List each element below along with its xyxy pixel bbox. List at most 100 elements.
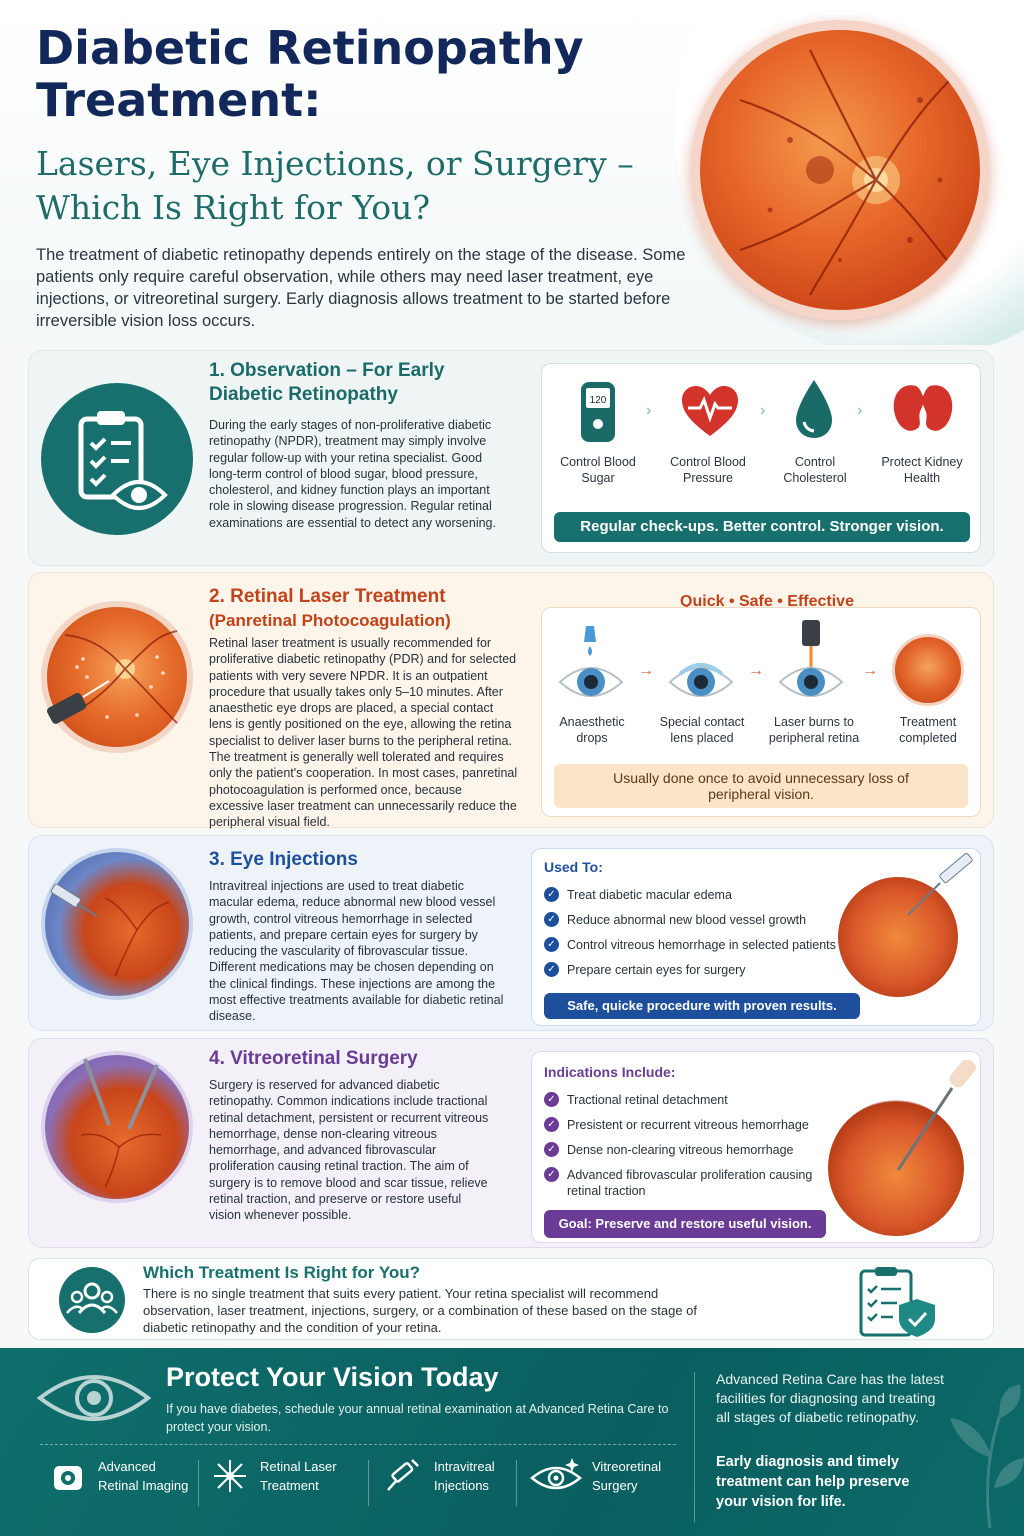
check-icon: ✓: [544, 1092, 559, 1107]
list-item: ✓Presistent or recurrent vitreous hemorr…: [544, 1117, 814, 1133]
divider: [694, 1372, 695, 1522]
step-laser-burns: Laser burns to peripheral retina: [768, 715, 860, 745]
leaf-icon: [930, 1378, 1024, 1533]
service-injections: Intravitreal Injections: [380, 1456, 514, 1496]
check-icon: ✓: [544, 887, 559, 902]
step-blood-pressure: Control Blood Pressure: [670, 455, 746, 485]
which-treatment-box: Which Treatment Is Right for You? There …: [28, 1258, 994, 1340]
injections-panel: Used To: ✓Treat diabetic macular edema ✓…: [531, 848, 981, 1026]
check-icon: ✓: [544, 1167, 559, 1182]
surgery-title: 4. Vitreoretinal Surgery: [209, 1048, 418, 1069]
completed-retina-icon: [892, 634, 964, 706]
injections-banner: Safe, quicke procedure with proven resul…: [544, 993, 860, 1019]
list-item: ✓Tractional retinal detachment: [544, 1092, 814, 1108]
check-icon: ✓: [544, 937, 559, 952]
eye-sparkle-icon: [530, 1458, 582, 1490]
glucose-meter-icon: 120: [579, 380, 617, 449]
laser-tagline: Quick • Safe • Effective: [680, 593, 854, 610]
step-anaesthetic-drops: Anaesthetic drops: [559, 715, 625, 745]
surgery-body: Surgery is reserved for advanced diabeti…: [209, 1078, 489, 1223]
observation-banner: Regular check-ups. Better control. Stron…: [554, 512, 970, 542]
intro-paragraph: The treatment of diabetic retinopathy de…: [36, 246, 686, 330]
list-item: ✓Dense non-clearing vitreous hemorrhage: [544, 1142, 814, 1158]
hero-header: Diabetic Retinopathy Treatment: Lasers, …: [0, 0, 1024, 345]
step-contact-lens: Special contact lens placed: [659, 715, 745, 745]
arrow-icon: →: [638, 662, 654, 679]
injections-section: 3. Eye Injections Intravitreal injection…: [28, 835, 994, 1031]
observation-title: 1. Observation – For Early Diabetic Reti…: [209, 360, 445, 405]
injections-body: Intravitreal injections are used to trea…: [209, 879, 504, 1024]
observation-panel: 120 › › › Control Blood Sugar Con: [541, 363, 981, 553]
service-retinal-imaging: Advanced Retinal Imaging: [48, 1456, 192, 1496]
which-body: There is no single treatment that suits …: [143, 1286, 698, 1335]
step-blood-sugar: Control Blood Sugar: [560, 455, 636, 485]
laser-subtitle: (Panretinal Photocoagulation): [209, 611, 451, 630]
divider: [516, 1460, 517, 1506]
step-completed: Treatment completed: [899, 715, 957, 745]
surgery-list: ✓Tractional retinal detachment ✓Presiste…: [544, 1092, 814, 1208]
step-kidney-health: Protect Kidney Health: [881, 455, 963, 485]
arrow-icon: ›: [857, 402, 863, 419]
svg-text:120: 120: [590, 395, 607, 406]
injection-eye-icon: [41, 848, 193, 1000]
heart-icon: [680, 384, 740, 443]
check-icon: ✓: [544, 1117, 559, 1132]
surgery-panel: Indications Include: ✓Tractional retinal…: [531, 1051, 981, 1243]
contact-lens-eye-icon: [666, 624, 736, 709]
footer-right-bold: Early diagnosis and timely treatment can…: [716, 1454, 910, 1510]
syringe-icon: [387, 1459, 419, 1491]
observation-section: 1. Observation – For Early Diabetic Reti…: [28, 350, 994, 566]
syringe-retina-icon: [838, 853, 973, 997]
check-icon: ✓: [544, 912, 559, 927]
clipboard-eye-icon: [41, 383, 193, 535]
surgery-section: 4. Vitreoretinal Surgery Surgery is rese…: [28, 1038, 994, 1248]
footer-text: If you have diabetes, schedule your annu…: [166, 1402, 669, 1434]
arrow-icon: →: [748, 662, 764, 679]
list-item: ✓Control vitreous hemorrhage in selected…: [544, 937, 844, 953]
injections-list-title: Used To:: [544, 859, 603, 875]
retina-fundus-image: [690, 20, 990, 320]
arrow-icon: →: [862, 662, 878, 679]
page-title: Diabetic Retinopathy Treatment:: [36, 21, 584, 127]
arrow-icon: ›: [760, 402, 766, 419]
laser-body: Retinal laser treatment is usually recom…: [209, 636, 518, 830]
laser-section: 2. Retinal Laser Treatment (Panretinal P…: [28, 572, 994, 830]
service-surgery: Vitreoretinal Surgery: [530, 1456, 672, 1496]
laser-title: 2. Retinal Laser Treatment: [209, 586, 446, 607]
vitrectomy-retina-icon: [828, 1060, 976, 1236]
surgery-banner: Goal: Preserve and restore useful vision…: [544, 1210, 826, 1238]
clipboard-shield-icon: [855, 1265, 945, 1344]
kidney-icon: [888, 380, 958, 445]
camera-icon: [54, 1466, 82, 1490]
eye-drops-icon: [556, 624, 626, 709]
list-item: ✓Advanced fibrovascular proliferation ca…: [544, 1167, 814, 1199]
which-title: Which Treatment Is Right for You?: [143, 1263, 421, 1282]
list-item: ✓Prepare certain eyes for surgery: [544, 962, 844, 978]
footer-right-text: Advanced Retina Care has the latest faci…: [716, 1371, 945, 1425]
laser-banner: Usually done once to avoid unnecessary l…: [554, 764, 968, 808]
people-icon: [59, 1267, 125, 1333]
eye-icon: [36, 1366, 152, 1435]
laser-burst-icon: [214, 1460, 246, 1492]
footer-title: Protect Your Vision Today: [166, 1362, 499, 1392]
list-item: ✓Reduce abnormal new blood vessel growth: [544, 912, 844, 928]
droplet-icon: [794, 378, 834, 445]
injections-title: 3. Eye Injections: [209, 849, 358, 870]
laser-panel: → → → Anaesthetic drops Special contact …: [541, 607, 981, 817]
step-cholesterol: Control Cholesterol: [783, 455, 847, 485]
page-subtitle: Lasers, Eye Injections, or Surgery – Whi…: [36, 144, 634, 227]
footer-cta: Protect Your Vision Today If you have di…: [0, 1348, 1024, 1536]
list-item: ✓Treat diabetic macular edema: [544, 887, 844, 903]
laser-retina-icon: [41, 601, 193, 753]
observation-body: During the early stages of non-prolifera…: [209, 418, 496, 530]
arrow-icon: ›: [646, 402, 652, 419]
surgery-eye-icon: [41, 1051, 193, 1203]
divider: [198, 1460, 199, 1506]
check-icon: ✓: [544, 962, 559, 977]
divider: [40, 1444, 676, 1445]
surgery-list-title: Indications Include:: [544, 1064, 676, 1080]
divider: [368, 1460, 369, 1506]
injections-list: ✓Treat diabetic macular edema ✓Reduce ab…: [544, 887, 844, 987]
laser-probe-eye-icon: [776, 620, 846, 709]
check-icon: ✓: [544, 1142, 559, 1157]
